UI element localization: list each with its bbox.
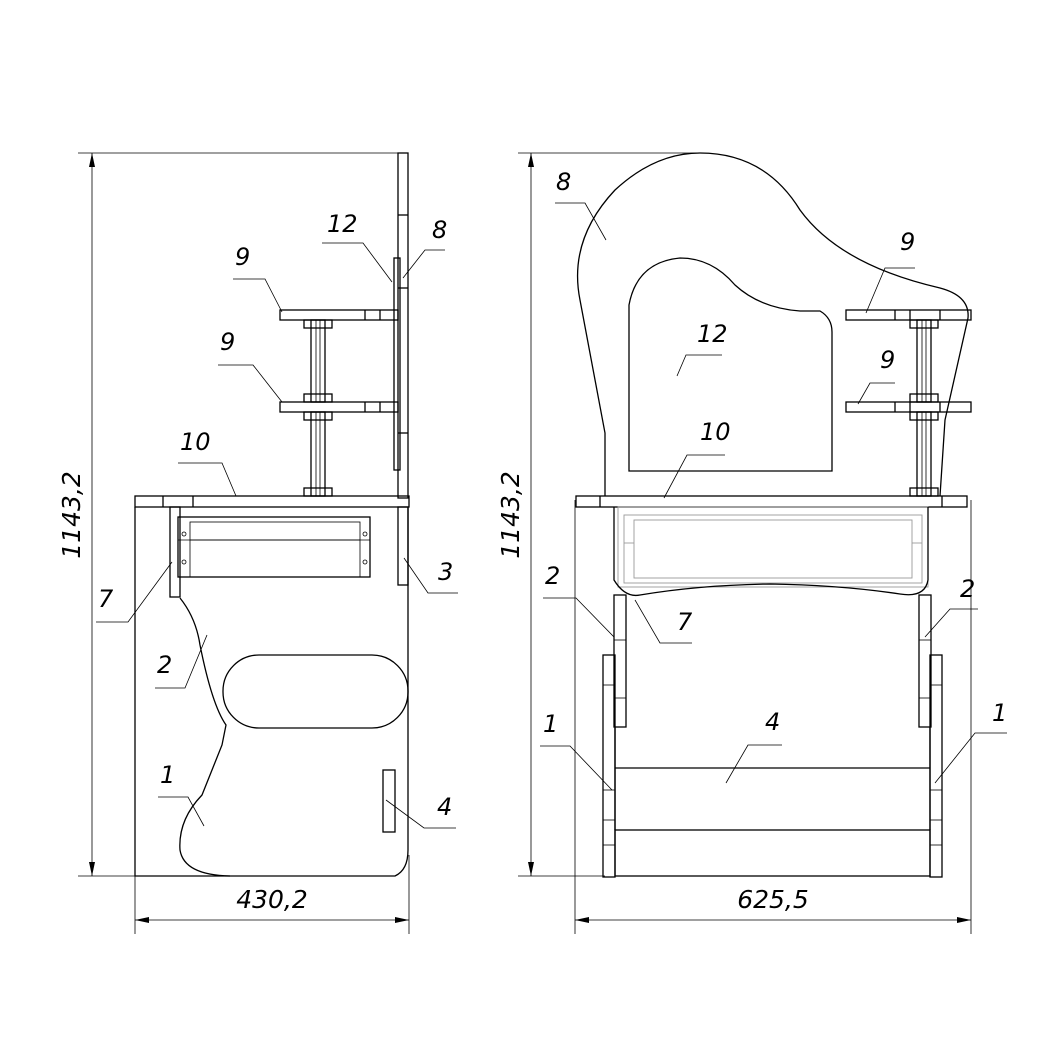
side-height-dimension: 1143,2 — [57, 152, 400, 877]
side-label-7: 7 — [98, 585, 114, 613]
front-height-value: 1143,2 — [496, 471, 525, 558]
side-view: 1143,2 430,2 — [57, 152, 458, 934]
side-leader-1: 1 — [158, 761, 205, 827]
front-label-1-right: 1 — [992, 699, 1007, 727]
front-mirror — [628, 257, 833, 472]
side-width-value: 430,2 — [236, 885, 308, 914]
side-leader-8: 8 — [402, 216, 447, 279]
front-leader-7: 7 — [634, 599, 693, 644]
front-label-10: 10 — [700, 418, 731, 446]
front-middle-shelf — [845, 401, 972, 413]
side-leader-10: 10 — [178, 428, 237, 497]
side-strip-3 — [397, 506, 409, 586]
front-leader-9-mid: 9 — [857, 346, 895, 405]
front-label-4: 4 — [765, 708, 780, 736]
side-width-dimension: 430,2 — [134, 500, 410, 934]
front-height-dimension: 1143,2 — [496, 152, 700, 877]
front-label-12: 12 — [697, 320, 728, 348]
front-label-7: 7 — [677, 608, 693, 636]
front-view: 1143,2 625,5 — [496, 152, 1007, 934]
front-label-8: 8 — [556, 168, 571, 196]
front-leg-left-outer — [602, 654, 616, 878]
side-leader-2: 2 — [155, 634, 208, 689]
front-tabletop — [575, 495, 968, 508]
front-shelf-posts — [909, 319, 939, 497]
front-label-1-left: 1 — [543, 710, 558, 738]
side-leader-12: 12 — [322, 210, 393, 283]
front-width-dimension: 625,5 — [574, 500, 972, 934]
front-apron — [613, 507, 929, 597]
side-label-12: 12 — [327, 210, 358, 238]
front-leader-12: 12 — [676, 320, 728, 377]
front-label-9-top: 9 — [900, 228, 915, 256]
front-leg-right-inner — [918, 594, 932, 728]
side-upper-shelf — [279, 309, 399, 321]
front-label-2-right: 2 — [960, 575, 975, 603]
side-leader-9-mid: 9 — [218, 328, 283, 403]
front-leader-8: 8 — [555, 168, 607, 241]
side-label-9-top: 9 — [235, 243, 250, 271]
side-shelf-posts — [303, 319, 333, 497]
front-back-board — [576, 152, 969, 497]
side-body-panel — [134, 507, 409, 877]
side-label-9-mid: 9 — [220, 328, 235, 356]
side-leader-4: 4 — [385, 793, 456, 829]
side-back-panel — [393, 152, 409, 499]
side-leader-7: 7 — [96, 561, 173, 623]
front-label-2-left: 2 — [545, 562, 560, 590]
front-leader-1-right: 1 — [934, 699, 1007, 784]
front-leg-right-outer — [929, 654, 943, 878]
side-label-2: 2 — [157, 651, 172, 679]
front-leader-2-left: 2 — [543, 562, 615, 638]
front-leader-1-left: 1 — [540, 710, 613, 791]
side-label-10: 10 — [180, 428, 211, 456]
side-label-4: 4 — [437, 793, 452, 821]
front-leader-9-top: 9 — [865, 228, 915, 314]
front-leg-left-inner — [613, 594, 627, 728]
side-leader-9-top: 9 — [233, 243, 283, 313]
side-label-1: 1 — [160, 761, 175, 789]
side-label-8: 8 — [432, 216, 447, 244]
side-label-3: 3 — [438, 558, 453, 586]
side-leader-3: 3 — [403, 557, 458, 594]
front-leader-4: 4 — [725, 708, 782, 784]
side-drawer — [169, 506, 371, 598]
front-leader-10: 10 — [663, 418, 731, 499]
front-drawer — [617, 506, 929, 588]
front-width-value: 625,5 — [737, 885, 809, 914]
front-panel-4 — [614, 727, 931, 877]
front-leader-2-right: 2 — [924, 575, 978, 638]
front-label-9-mid: 9 — [880, 346, 895, 374]
front-upper-shelf — [845, 309, 972, 321]
side-middle-shelf — [279, 401, 399, 413]
side-tabletop — [134, 495, 410, 508]
side-height-value: 1143,2 — [57, 471, 86, 558]
